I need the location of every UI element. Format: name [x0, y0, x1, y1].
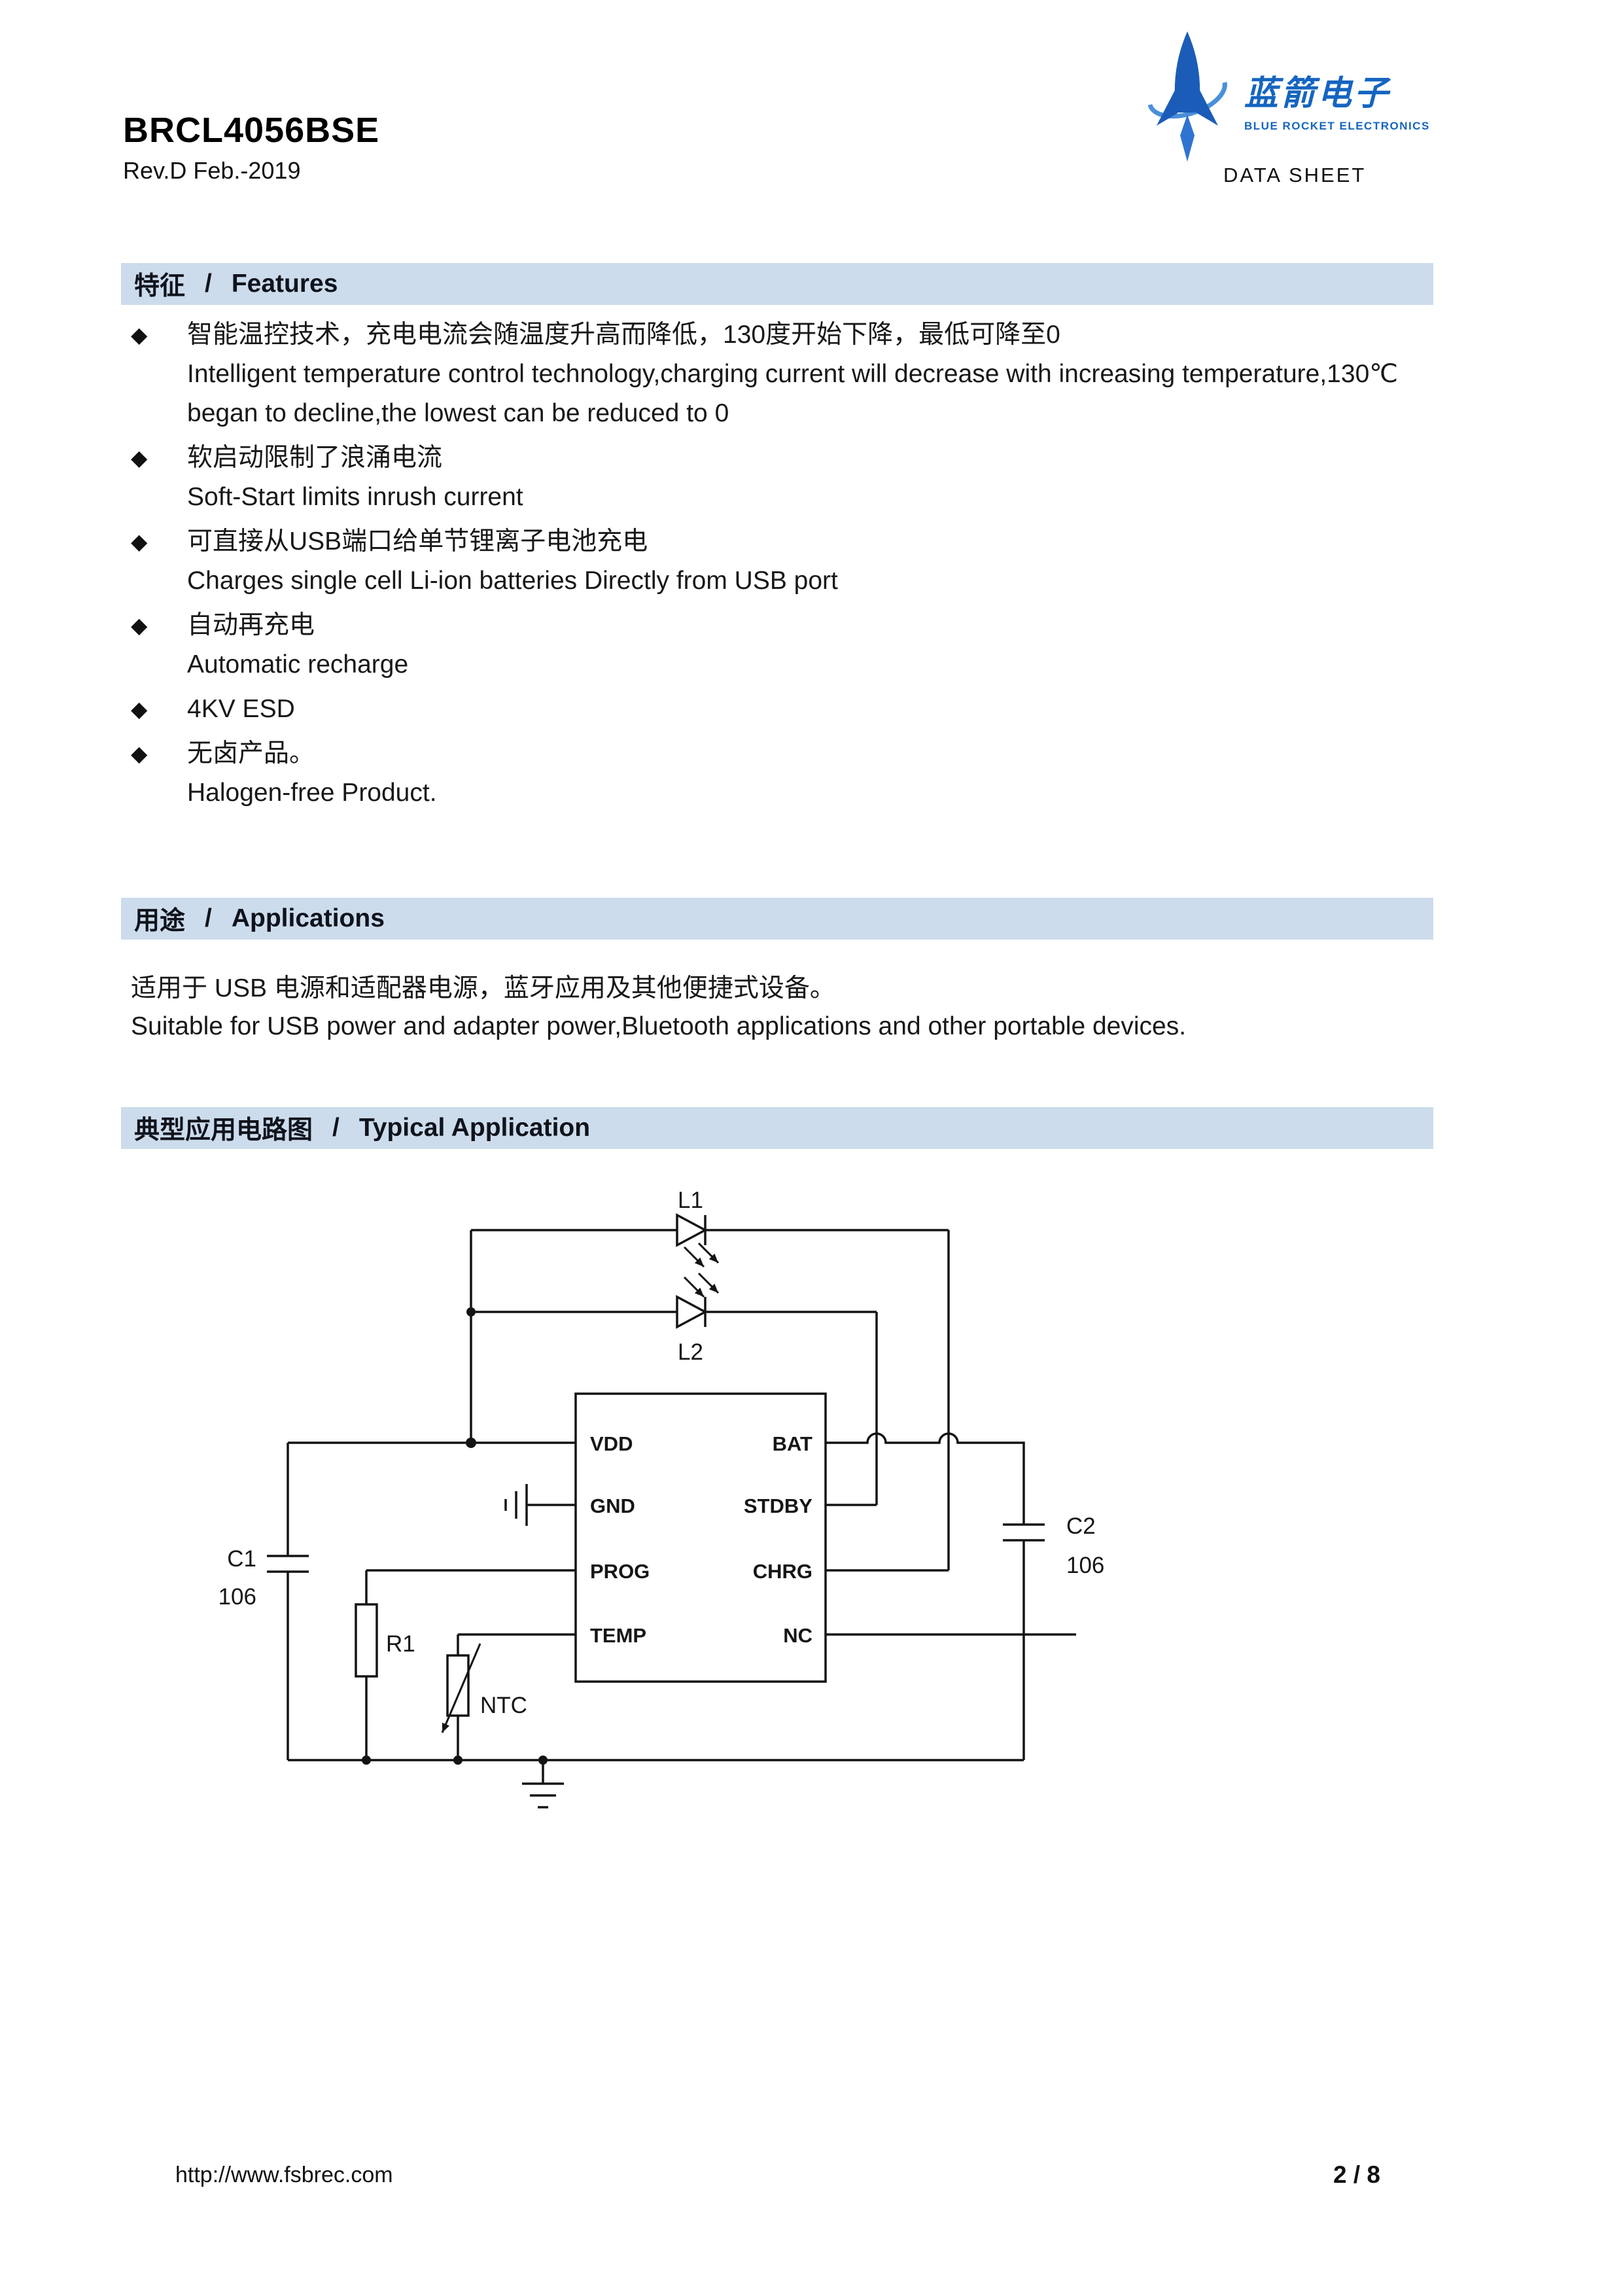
section-title-en: Features [231, 270, 338, 298]
diamond-bullet-icon: ◆ [131, 741, 148, 766]
brand-name-cn: 蓝箭电子 [1244, 75, 1391, 113]
footer-page-number: 2 / 8 [1333, 2161, 1380, 2188]
section-header-typical-application: 典型应用电路图 / Typical Application [121, 1107, 1433, 1149]
doc-revision: Rev.D Feb.-2019 [123, 157, 301, 184]
ground-symbol-bottom [522, 1760, 564, 1809]
diamond-bullet-icon: ◆ [131, 529, 148, 554]
section-title-separator: / [332, 1114, 340, 1142]
doc-type-label: DATA SHEET [1223, 164, 1367, 186]
feature-text-en: Intelligent temperature control technolo… [187, 360, 1399, 427]
section-header-applications: 用途 / Applications [121, 898, 1433, 940]
section-title-en: Typical Application [358, 1114, 591, 1142]
rocket-logo-icon [1147, 31, 1227, 162]
section-title-separator: / [205, 270, 212, 298]
label-c2-value: 106 [1066, 1553, 1104, 1578]
footer-url[interactable]: http://www.fsbrec.com [175, 2163, 393, 2187]
label-ntc: NTC [480, 1693, 527, 1718]
feature-item: ◆ 4KV ESD [131, 690, 1433, 729]
brand-text: 蓝箭电子 BLUE ROCKET ELECTRONICS [1244, 65, 1430, 133]
feature-text-en: Halogen-free Product. [187, 779, 437, 807]
schematic-wires [287, 1229, 1076, 1761]
pin-label-vdd: VDD [590, 1432, 633, 1455]
feature-item: ◆ 自动再充电 Automatic recharge [131, 606, 1433, 684]
label-l2: L2 [678, 1339, 703, 1365]
diamond-bullet-icon: ◆ [131, 697, 148, 721]
features-list: ◆ 智能温控技术，充电电流会随温度升高而降低，130度开始下降，最低可降至0 I… [131, 315, 1433, 818]
feature-text-cn: 无卤产品。 [187, 739, 315, 768]
feature-item: ◆ 无卤产品。 Halogen-free Product. [131, 734, 1433, 813]
feature-text-en: Soft-Start limits inrush current [187, 483, 523, 511]
applications-text-cn: 适用于 USB 电源和适配器电源，蓝牙应用及其他便捷式设备。 [131, 974, 835, 1002]
ic-chip-body [574, 1392, 827, 1683]
typical-application-schematic: VDD GND PROG TEMP BAT STDBY CHRG NC L1 L… [218, 1188, 1105, 1809]
capacitor-c2 [1003, 1523, 1045, 1542]
pin-label-temp: TEMP [590, 1624, 646, 1647]
section-title-separator: / [205, 904, 212, 932]
section-title-cn: 典型应用电路图 [134, 1116, 313, 1144]
feature-text-en: Charges single cell Li-ion batteries Dir… [187, 567, 838, 595]
feature-item: ◆ 软启动限制了浪涌电流 Soft-Start limits inrush cu… [131, 438, 1433, 517]
page-header: BRCL4056BSE Rev.D Feb.-2019 [123, 110, 379, 185]
label-l1: L1 [678, 1188, 703, 1213]
ic-pin-labels: VDD GND PROG TEMP BAT STDBY CHRG NC [590, 1432, 812, 1647]
resistor-r1 [355, 1603, 378, 1678]
pin-label-chrg: CHRG [753, 1560, 812, 1583]
applications-text-en: Suitable for USB power and adapter power… [131, 1012, 1187, 1040]
pin-label-bat: BAT [773, 1432, 812, 1455]
feature-text-cn: 智能温控技术，充电电流会随温度升高而降低，130度开始下降，最低可降至0 [187, 321, 1060, 349]
section-title-en: Applications [231, 904, 385, 932]
feature-text-en: Automatic recharge [187, 650, 409, 679]
ntc-thermistor [441, 1643, 481, 1733]
diamond-bullet-icon: ◆ [131, 323, 148, 347]
section-title-cn: 特征 [134, 272, 186, 300]
feature-text-cn: 4KV ESD [187, 695, 295, 723]
pin-label-nc: NC [783, 1624, 812, 1647]
company-logo: 蓝箭电子 BLUE ROCKET ELECTRONICS DATA SHEET [1138, 27, 1452, 204]
feature-text-cn: 可直接从USB端口给单节锂离子电池充电 [187, 527, 648, 556]
pin-label-prog: PROG [590, 1560, 650, 1583]
component-labels: L1 L2 C1 106 R1 NTC C2 106 [218, 1188, 1105, 1718]
diamond-bullet-icon: ◆ [131, 613, 148, 637]
section-header-features: 特征 / Features [121, 263, 1433, 305]
feature-text-cn: 软启动限制了浪涌电流 [187, 444, 443, 472]
brand-name-en: BLUE ROCKET ELECTRONICS [1244, 120, 1430, 132]
feature-item: ◆ 智能温控技术，充电电流会随温度升高而降低，130度开始下降，最低可降至0 I… [131, 315, 1433, 433]
led-l2 [676, 1272, 720, 1329]
doc-title: BRCL4056BSE [123, 111, 380, 150]
junction-dots [362, 1307, 548, 1765]
label-r1: R1 [386, 1631, 415, 1657]
applications-body: 适用于 USB 电源和适配器电源，蓝牙应用及其他便捷式设备。 Suitable … [131, 970, 1439, 1046]
feature-item: ◆ 可直接从USB端口给单节锂离子电池充电 Charges single cel… [131, 522, 1433, 601]
led-l1 [676, 1213, 720, 1268]
diamond-bullet-icon: ◆ [131, 446, 148, 470]
feature-text-cn: 自动再充电 [187, 611, 315, 639]
ground-symbol-gnd-pin [504, 1484, 528, 1526]
label-c1: C1 [227, 1546, 256, 1572]
label-c2: C2 [1066, 1513, 1096, 1539]
label-c1-value: 106 [218, 1584, 256, 1610]
section-title-cn: 用途 [134, 907, 186, 935]
pin-label-stdby: STDBY [744, 1494, 812, 1517]
pin-label-gnd: GND [590, 1494, 635, 1517]
capacitor-c1 [267, 1555, 309, 1573]
